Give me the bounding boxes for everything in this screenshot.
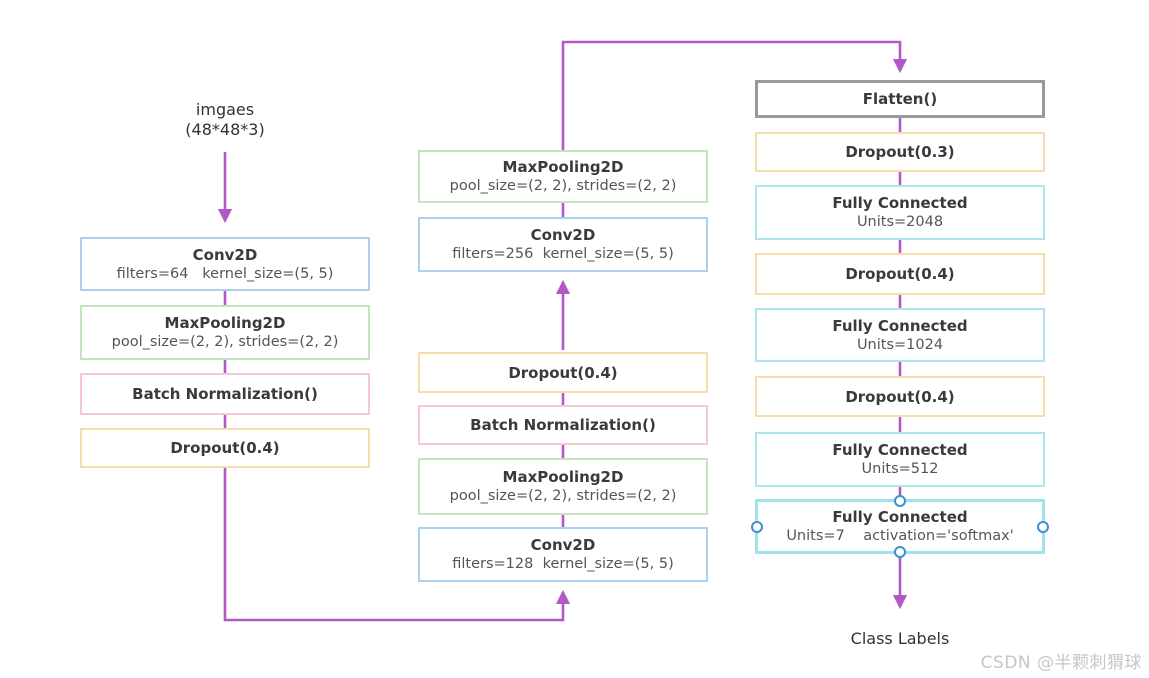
layer-title: Fully Connected bbox=[832, 441, 968, 459]
layer-dense-512[interactable]: Fully Connected Units=512 bbox=[755, 432, 1045, 487]
selection-handle-top[interactable] bbox=[894, 495, 906, 507]
layer-dropout-5[interactable]: Dropout(0.4) bbox=[755, 376, 1045, 417]
layer-maxpooling2d-1[interactable]: MaxPooling2D pool_size=(2, 2), strides=(… bbox=[80, 305, 370, 360]
layer-title: Conv2D bbox=[530, 226, 596, 244]
layer-dense-softmax-selected[interactable]: Fully Connected Units=7 activation='soft… bbox=[751, 495, 1049, 558]
layer-batchnorm-1[interactable]: Batch Normalization() bbox=[80, 373, 370, 415]
layer-dense-2048[interactable]: Fully Connected Units=2048 bbox=[755, 185, 1045, 240]
layer-title: Dropout(0.4) bbox=[845, 265, 955, 283]
layer-subtitle: Units=512 bbox=[861, 461, 939, 477]
layer-title: MaxPooling2D bbox=[164, 314, 286, 332]
input-label-line2: (48*48*3) bbox=[185, 120, 265, 139]
layer-subtitle: pool_size=(2, 2), strides=(2, 2) bbox=[111, 334, 339, 350]
selection-handle-bottom[interactable] bbox=[894, 546, 906, 558]
layer-title: Fully Connected bbox=[832, 316, 968, 335]
layer-title: Dropout(0.4) bbox=[170, 439, 280, 457]
layer-dense-1024[interactable]: Fully Connected Units=1024 bbox=[755, 308, 1045, 362]
selection-handle-left[interactable] bbox=[751, 520, 763, 533]
layer-subtitle: Units=7 activation='softmax' bbox=[786, 528, 1014, 544]
layer-subtitle: filters=64 kernel_size=(5, 5) bbox=[116, 265, 334, 282]
selection-handle-right[interactable] bbox=[1037, 520, 1049, 533]
layer-dropout-4[interactable]: Dropout(0.4) bbox=[755, 253, 1045, 295]
layer-subtitle: pool_size=(2, 2), strides=(2, 2) bbox=[449, 178, 677, 194]
input-label: imgaes (48*48*3) bbox=[125, 100, 325, 140]
layer-title: Fully Connected bbox=[832, 508, 968, 526]
watermark: CSDN @半颗刺猬球 bbox=[980, 653, 1142, 673]
column2-to-column3-arrow bbox=[561, 40, 908, 150]
layer-batchnorm-2[interactable]: Batch Normalization() bbox=[418, 405, 708, 445]
layer-title: Dropout(0.3) bbox=[845, 143, 955, 161]
layer-conv2d-64[interactable]: Conv2D filters=64 kernel_size=(5, 5) bbox=[80, 237, 370, 291]
layer-title: Dropout(0.4) bbox=[508, 363, 618, 382]
layer-title: MaxPooling2D bbox=[502, 158, 624, 176]
layer-dropout-2[interactable]: Dropout(0.4) bbox=[418, 352, 708, 393]
layer-dropout-1[interactable]: Dropout(0.4) bbox=[80, 428, 370, 468]
layer-title: Batch Normalization() bbox=[132, 385, 318, 403]
layer-maxpooling2d-2[interactable]: MaxPooling2D pool_size=(2, 2), strides=(… bbox=[418, 458, 708, 515]
layer-maxpooling2d-3[interactable]: MaxPooling2D pool_size=(2, 2), strides=(… bbox=[418, 150, 708, 203]
layer-subtitle: filters=256 kernel_size=(5, 5) bbox=[452, 246, 674, 262]
layer-flatten[interactable]: Flatten() bbox=[755, 80, 1045, 118]
layer-title: Batch Normalization() bbox=[470, 416, 656, 434]
layer-dropout-3[interactable]: Dropout(0.3) bbox=[755, 132, 1045, 172]
layer-subtitle: filters=128 kernel_size=(5, 5) bbox=[452, 556, 674, 572]
layer-subtitle: pool_size=(2, 2), strides=(2, 2) bbox=[449, 488, 677, 504]
layer-title: Flatten() bbox=[862, 90, 938, 108]
layer-title: Fully Connected bbox=[832, 194, 968, 212]
layer-conv2d-256[interactable]: Conv2D filters=256 kernel_size=(5, 5) bbox=[418, 217, 708, 272]
layer-title: MaxPooling2D bbox=[502, 468, 624, 486]
layer-title: Dropout(0.4) bbox=[845, 387, 955, 406]
layer-title: Conv2D bbox=[192, 245, 258, 264]
layer-subtitle: Units=1024 bbox=[856, 336, 944, 353]
layer-subtitle: Units=2048 bbox=[856, 214, 944, 230]
layer-title: Conv2D bbox=[530, 536, 596, 554]
input-label-line1: imgaes bbox=[195, 100, 255, 119]
output-label: Class Labels bbox=[850, 629, 950, 648]
layer-conv2d-128[interactable]: Conv2D filters=128 kernel_size=(5, 5) bbox=[418, 527, 708, 582]
column1-to-column2-arrow bbox=[223, 466, 571, 622]
